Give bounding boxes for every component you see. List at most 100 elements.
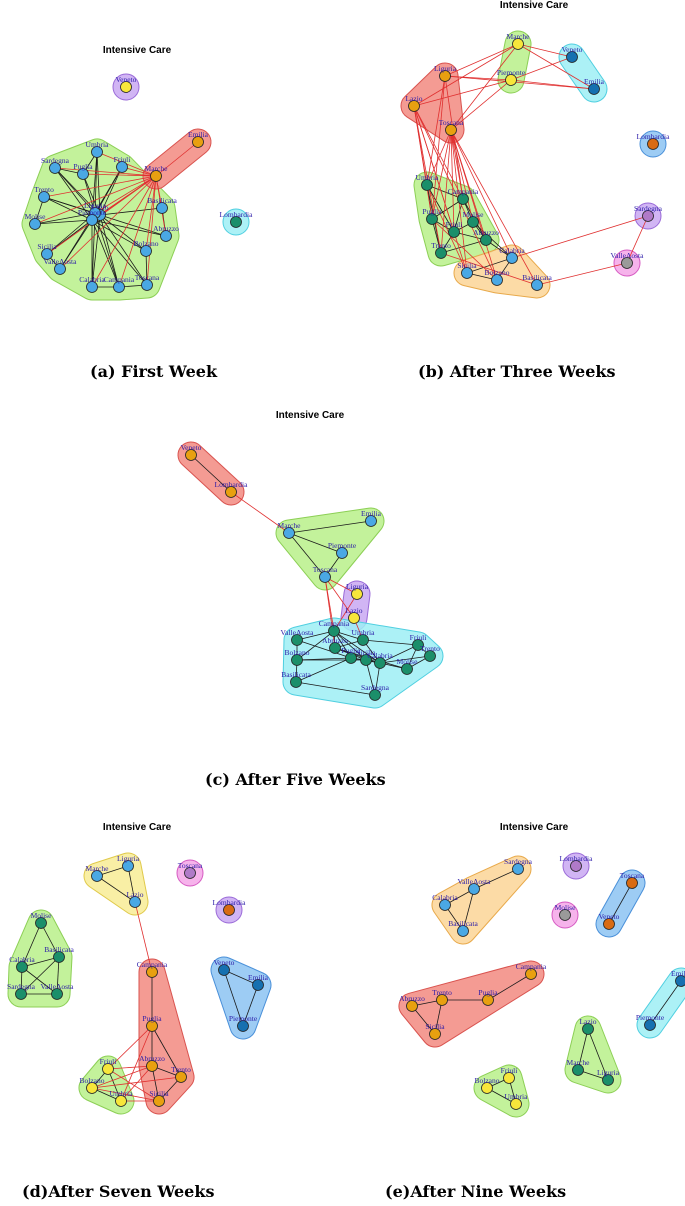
node-piemonte[interactable] [505,74,517,86]
node-emilia[interactable] [192,136,204,148]
node-molise[interactable] [29,218,41,230]
node-toscana[interactable] [445,124,457,136]
node-campania[interactable] [146,966,158,978]
node-puglia[interactable] [77,168,89,180]
node-calabria[interactable] [86,281,98,293]
node-molise[interactable] [35,917,47,929]
node-liguria[interactable] [122,860,134,872]
node-bolzano[interactable] [140,245,152,257]
node-emilia[interactable] [365,515,377,527]
node-sardegna[interactable] [512,863,524,875]
node-trento[interactable] [175,1071,187,1083]
node-valleaosta[interactable] [468,883,480,895]
node-trento[interactable] [435,247,447,259]
node-lombardia[interactable] [230,216,242,228]
node-molise[interactable] [401,663,413,675]
node-valleaosta[interactable] [291,634,303,646]
node-emilia[interactable] [252,979,264,991]
node-lombardia[interactable] [223,904,235,916]
node-puglia[interactable] [426,213,438,225]
node-campania[interactable] [328,625,340,637]
node-basilicata[interactable] [531,279,543,291]
node-piemonte[interactable] [336,547,348,559]
node-sardegna[interactable] [369,689,381,701]
node-sicilia[interactable] [429,1028,441,1040]
node-valleaosta[interactable] [54,263,66,275]
node-emilia[interactable] [675,975,685,987]
node-bolzano[interactable] [291,654,303,666]
node-piemonte[interactable] [86,214,98,226]
node-lazio[interactable] [348,612,360,624]
node-friuli[interactable] [448,226,460,238]
node-calabria[interactable] [16,961,28,973]
node-marche[interactable] [283,527,295,539]
node-basilicata[interactable] [457,925,469,937]
node-marche[interactable] [512,38,524,50]
node-calabria[interactable] [506,252,518,264]
node-veneto[interactable] [603,918,615,930]
node-lazio[interactable] [408,100,420,112]
node-veneto[interactable] [566,51,578,63]
node-liguria[interactable] [439,70,451,82]
node-basilicata[interactable] [290,676,302,688]
node-emilia[interactable] [588,83,600,95]
node-veneto[interactable] [218,964,230,976]
node-toscana[interactable] [319,571,331,583]
node-sardegna[interactable] [49,162,61,174]
node-marche[interactable] [572,1064,584,1076]
node-sicilia[interactable] [41,248,53,260]
node-lazio[interactable] [582,1023,594,1035]
node-liguria[interactable] [351,588,363,600]
node-umbria[interactable] [510,1098,522,1110]
node-sicilia[interactable] [360,654,372,666]
node-bolzano[interactable] [86,1082,98,1094]
node-basilicata[interactable] [156,202,168,214]
node-lombardia[interactable] [570,860,582,872]
node-valleaosta[interactable] [621,257,633,269]
node-calabria[interactable] [439,899,451,911]
node-umbria[interactable] [421,179,433,191]
node-abruzzo[interactable] [480,234,492,246]
node-lombardia[interactable] [647,138,659,150]
node-bolzano[interactable] [491,274,503,286]
node-toscana[interactable] [141,279,153,291]
node-friuli[interactable] [503,1072,515,1084]
node-piemonte[interactable] [644,1019,656,1031]
node-veneto[interactable] [185,449,197,461]
node-liguria[interactable] [602,1074,614,1086]
node-bolzano[interactable] [481,1082,493,1094]
node-toscana[interactable] [184,867,196,879]
node-lombardia[interactable] [225,486,237,498]
node-friuli[interactable] [412,639,424,651]
node-sicilia[interactable] [153,1095,165,1107]
node-puglia[interactable] [146,1020,158,1032]
node-campania[interactable] [525,968,537,980]
node-puglia[interactable] [482,994,494,1006]
node-abruzzo[interactable] [329,642,341,654]
node-umbria[interactable] [115,1095,127,1107]
node-trento[interactable] [436,994,448,1006]
node-abruzzo[interactable] [406,1000,418,1012]
node-veneto[interactable] [120,81,132,93]
node-campania[interactable] [113,281,125,293]
node-lazio[interactable] [129,896,141,908]
node-molise[interactable] [467,216,479,228]
node-campania[interactable] [457,193,469,205]
node-piemonte[interactable] [237,1020,249,1032]
node-sardegna[interactable] [642,210,654,222]
node-friuli[interactable] [116,161,128,173]
node-trento[interactable] [38,191,50,203]
node-sardegna[interactable] [15,988,27,1000]
node-umbria[interactable] [357,634,369,646]
node-basilicata[interactable] [53,951,65,963]
node-toscana[interactable] [626,877,638,889]
node-marche[interactable] [150,170,162,182]
node-umbria[interactable] [91,146,103,158]
node-calabria[interactable] [374,657,386,669]
node-friuli[interactable] [102,1063,114,1075]
node-trento[interactable] [424,650,436,662]
node-valleaosta[interactable] [51,988,63,1000]
node-sicilia[interactable] [461,267,473,279]
node-marche[interactable] [91,870,103,882]
node-puglia[interactable] [345,652,357,664]
